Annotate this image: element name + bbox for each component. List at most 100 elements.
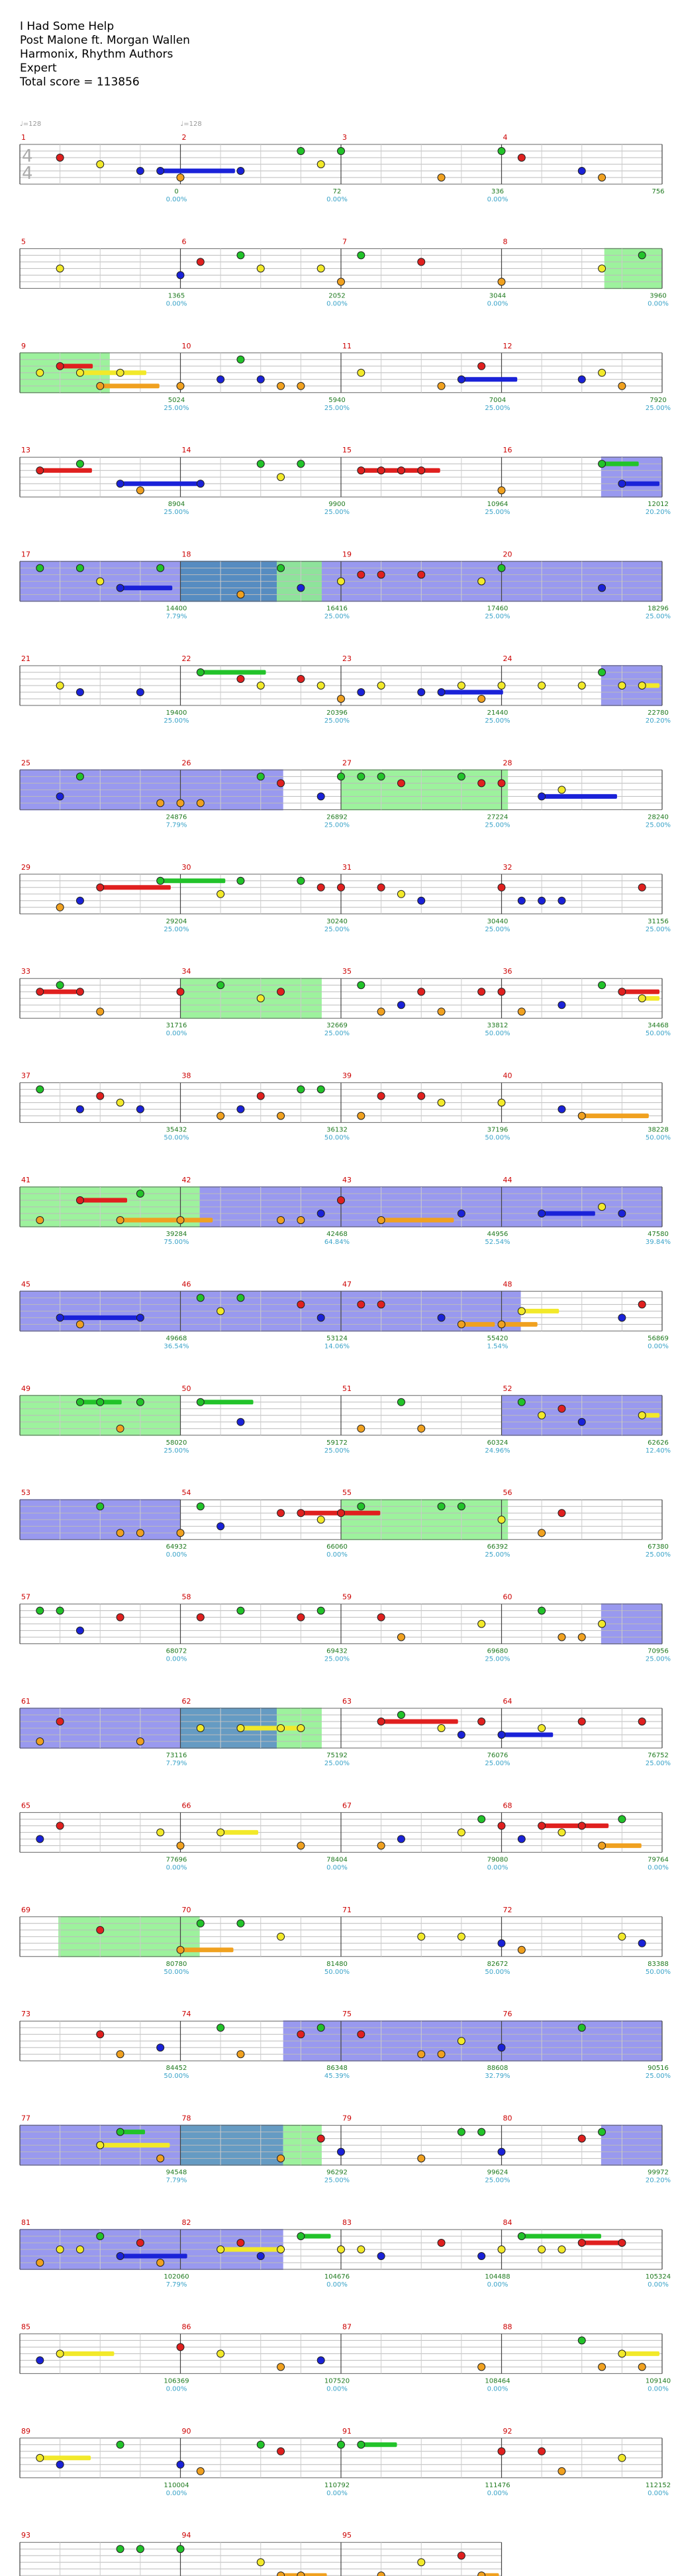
note bbox=[397, 890, 405, 898]
time-sig-denominator: 4 bbox=[22, 164, 33, 183]
measure-score: 5940 bbox=[328, 397, 345, 404]
note bbox=[477, 695, 486, 703]
note bbox=[316, 1085, 325, 1094]
note bbox=[417, 1092, 426, 1100]
note bbox=[96, 1502, 105, 1511]
sustain-note bbox=[40, 2455, 91, 2461]
measure-number: 62 bbox=[182, 1697, 191, 1706]
measure-number: 43 bbox=[342, 1176, 352, 1184]
note bbox=[618, 2239, 626, 2247]
measure-number: 52 bbox=[503, 1384, 512, 1393]
measure-number: 63 bbox=[342, 1697, 352, 1706]
note bbox=[618, 1314, 626, 1322]
note bbox=[136, 1105, 144, 1113]
note bbox=[116, 1613, 124, 1622]
note bbox=[256, 2252, 265, 2260]
note bbox=[176, 382, 185, 390]
sustain-note bbox=[240, 1726, 305, 1731]
note bbox=[357, 2440, 365, 2449]
note bbox=[136, 688, 144, 696]
note bbox=[477, 988, 486, 996]
measure-number: 48 bbox=[503, 1280, 512, 1288]
note bbox=[56, 154, 64, 162]
note bbox=[437, 1007, 446, 1016]
note bbox=[56, 1718, 64, 1726]
sustain-note bbox=[200, 1400, 254, 1405]
note bbox=[337, 577, 345, 586]
note bbox=[618, 1932, 626, 1941]
measure-percent: 0.00% bbox=[326, 1551, 348, 1559]
measure-score: 31716 bbox=[166, 1022, 187, 1029]
note bbox=[96, 382, 105, 390]
measure-percent: 0.00% bbox=[648, 2490, 669, 2497]
note bbox=[277, 2154, 285, 2163]
song-header: I Had Some Help Post Malone ft. Morgan W… bbox=[20, 20, 190, 89]
measure-number: 45 bbox=[21, 1280, 30, 1288]
measure-score: 64932 bbox=[166, 1543, 187, 1551]
note bbox=[176, 988, 185, 996]
note bbox=[136, 1314, 144, 1322]
measure-percent: 25.00% bbox=[485, 2177, 510, 2185]
note bbox=[136, 167, 144, 175]
note bbox=[538, 1822, 546, 1830]
measure-score: 28240 bbox=[648, 813, 669, 821]
measure-percent: 50.00% bbox=[646, 1969, 671, 1976]
note bbox=[75, 2245, 84, 2253]
measure-number: 35 bbox=[342, 967, 352, 976]
note bbox=[618, 2453, 626, 2462]
measure-score: 107520 bbox=[324, 2377, 350, 2385]
measure-percent: 0.00% bbox=[326, 2490, 348, 2497]
note bbox=[517, 154, 526, 162]
note bbox=[236, 251, 245, 260]
measure-number: 58 bbox=[182, 1593, 191, 1602]
note bbox=[75, 1196, 84, 1204]
note bbox=[357, 570, 365, 579]
note bbox=[36, 466, 44, 475]
total-score: Total score = 113856 bbox=[20, 76, 140, 89]
note bbox=[557, 1404, 566, 1413]
note bbox=[477, 577, 486, 586]
note bbox=[577, 1822, 586, 1830]
measure-number: 80 bbox=[503, 2114, 512, 2123]
sustain-note bbox=[100, 885, 171, 890]
note bbox=[256, 994, 265, 1003]
measure-number: 82 bbox=[182, 2218, 191, 2227]
measure-score: 14400 bbox=[166, 605, 187, 613]
measure-score: 60324 bbox=[487, 1439, 508, 1447]
note bbox=[316, 160, 325, 168]
measure-score: 99624 bbox=[487, 2169, 508, 2177]
note bbox=[75, 1320, 84, 1329]
measure-score: 110792 bbox=[324, 2482, 350, 2489]
note bbox=[638, 1411, 646, 1419]
measure-percent: 25.00% bbox=[485, 926, 510, 933]
note bbox=[116, 368, 124, 377]
measure-percent: 25.00% bbox=[646, 405, 671, 412]
measure-number: 46 bbox=[182, 1280, 191, 1288]
measure-score: 66392 bbox=[487, 1543, 508, 1551]
note bbox=[377, 466, 385, 475]
note bbox=[577, 1111, 586, 1120]
note bbox=[397, 1633, 405, 1641]
measure-number: 53 bbox=[21, 1488, 30, 1497]
note bbox=[316, 1210, 325, 1217]
note bbox=[538, 792, 546, 801]
sustain-note bbox=[521, 2234, 601, 2239]
note bbox=[96, 883, 105, 892]
measure-score: 81480 bbox=[326, 1961, 348, 1968]
note bbox=[196, 258, 205, 266]
note bbox=[297, 1724, 305, 1732]
note bbox=[477, 2128, 486, 2136]
note bbox=[497, 682, 506, 690]
measure-percent: 0.00% bbox=[487, 1864, 508, 1871]
note bbox=[457, 1502, 465, 1511]
note bbox=[36, 2356, 44, 2365]
note bbox=[618, 382, 626, 390]
measure-percent: 50.00% bbox=[485, 1135, 510, 1142]
measure-number: 75 bbox=[342, 2010, 352, 2018]
measure-percent: 0.00% bbox=[487, 2490, 508, 2497]
sustain-note bbox=[361, 2442, 397, 2447]
measure-score: 104676 bbox=[324, 2273, 350, 2281]
